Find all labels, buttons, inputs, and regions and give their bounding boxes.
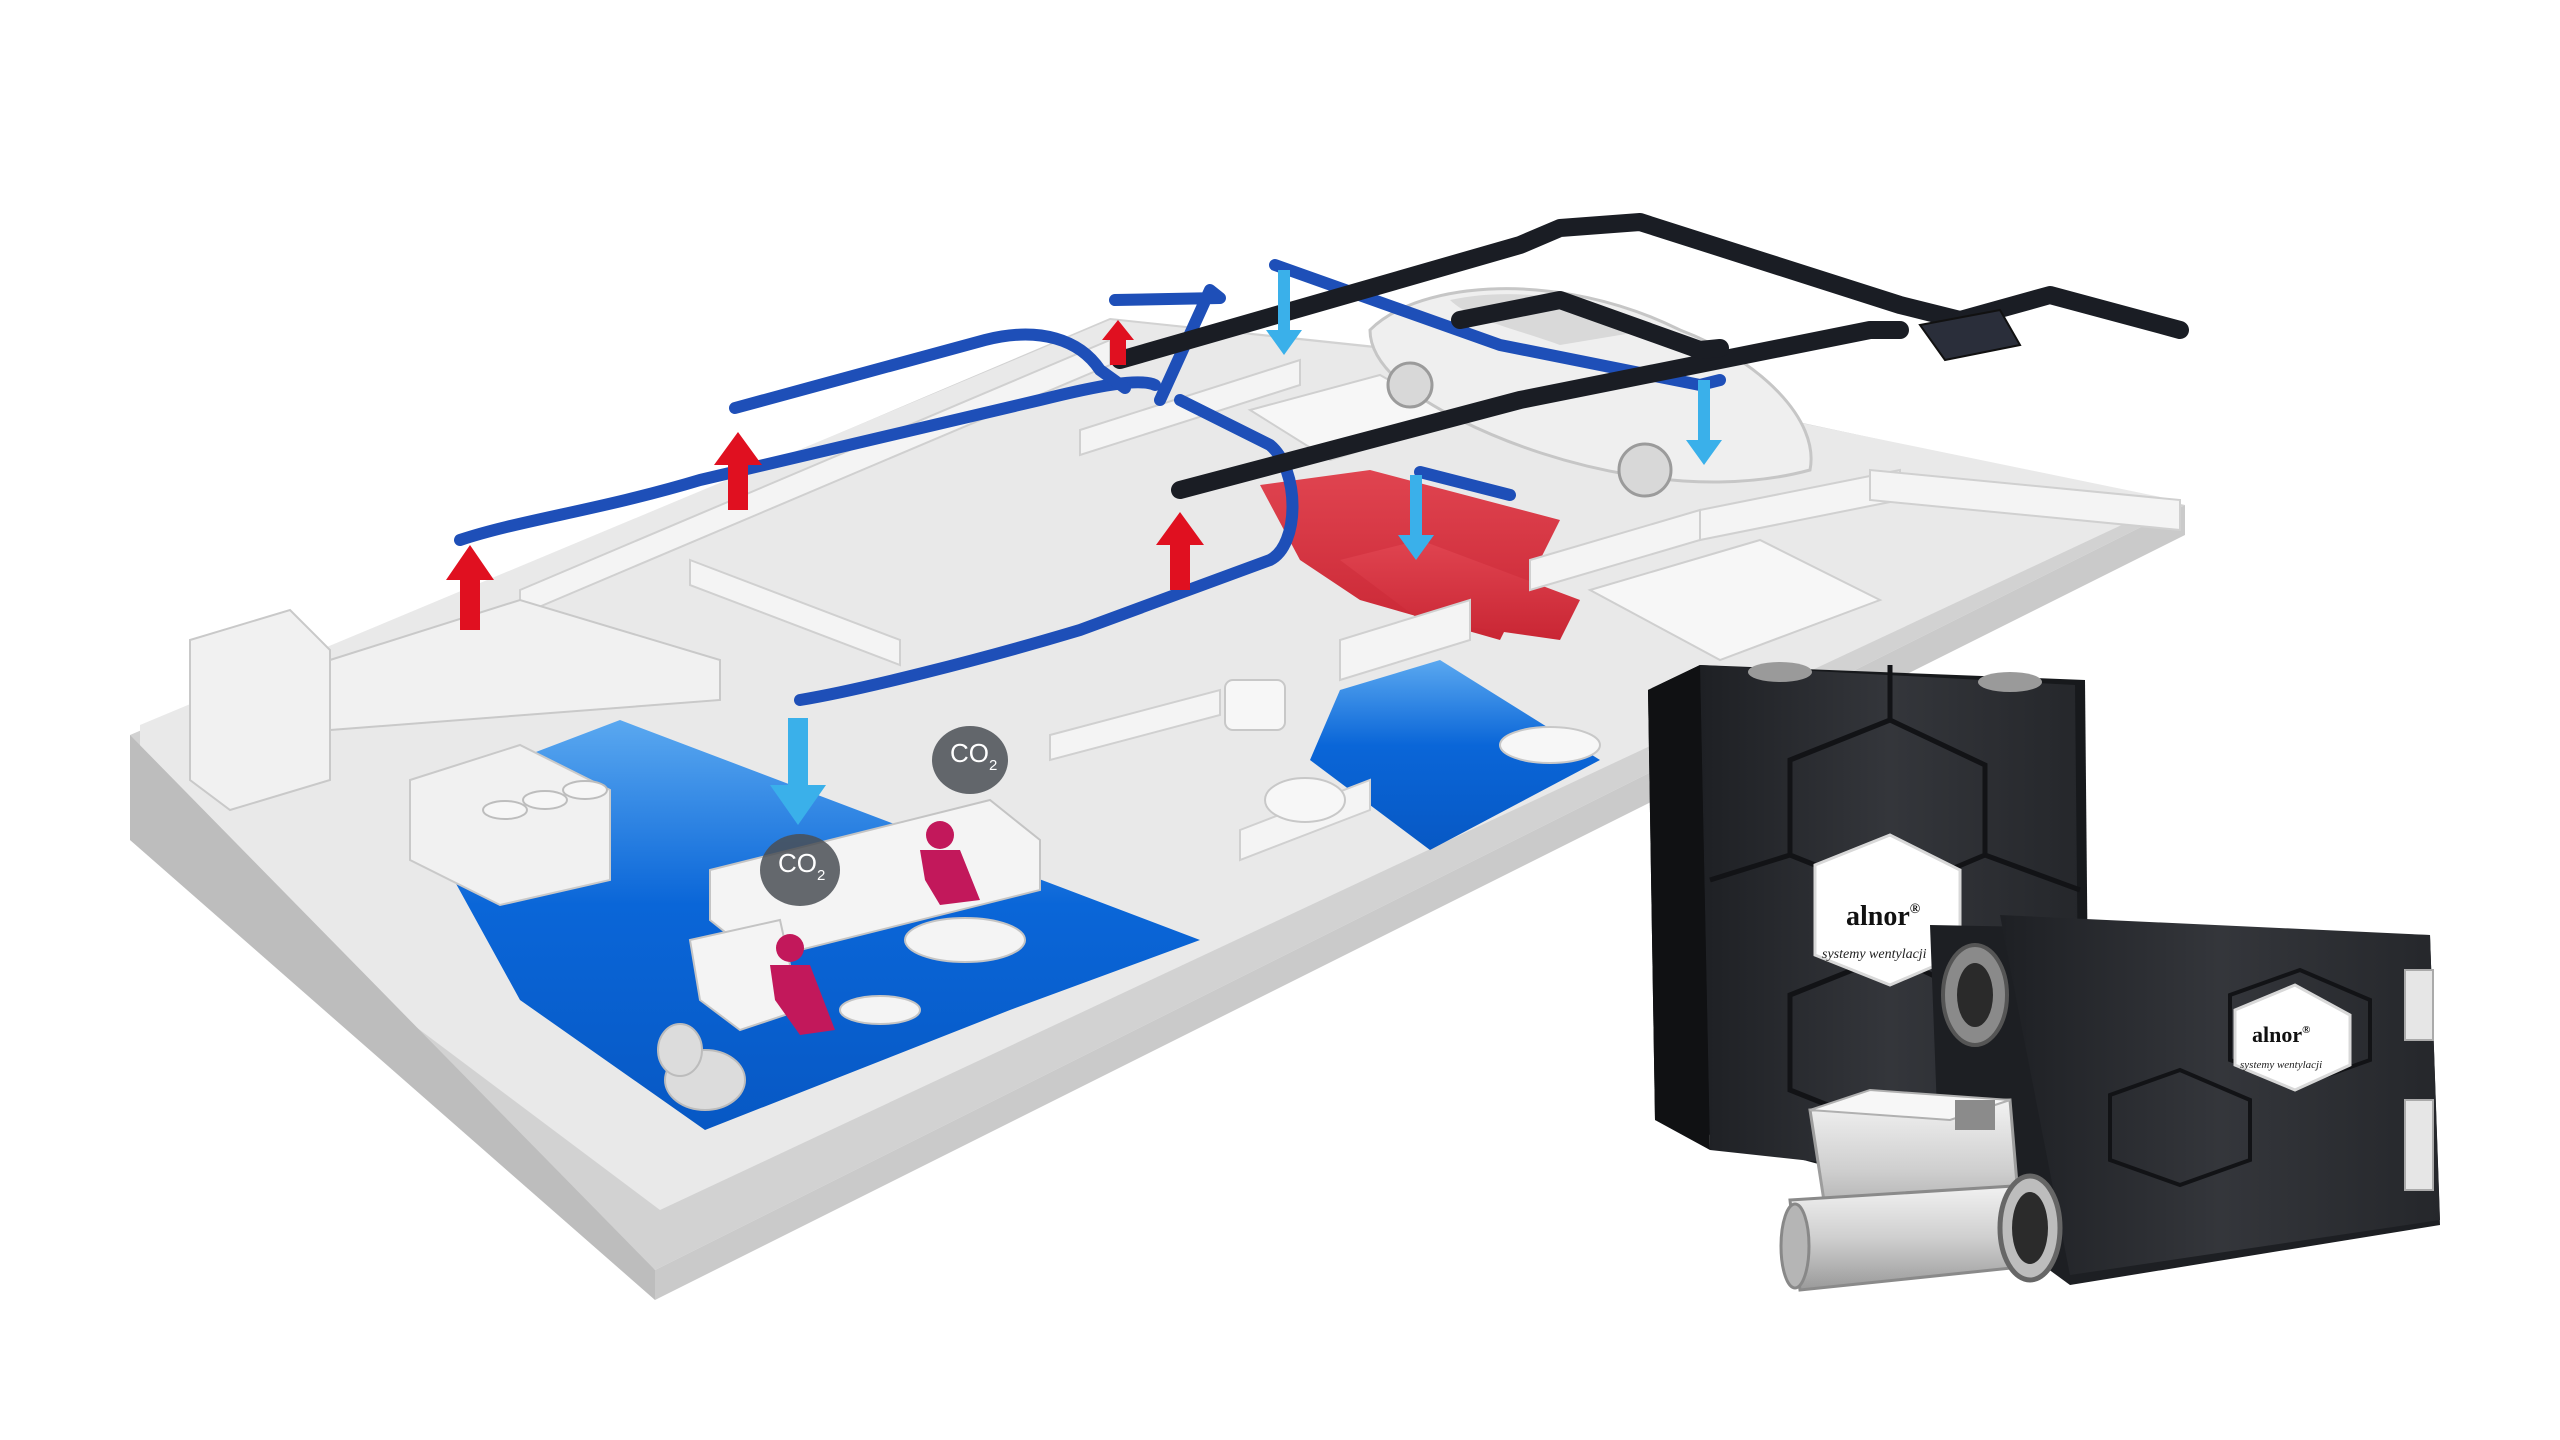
supply-ducts (454, 259, 1726, 706)
duct-unit-box (1918, 308, 2022, 362)
warm-air-zone-corridor (1340, 540, 1580, 640)
living-furniture (688, 798, 1041, 1032)
occupant-icon (770, 821, 980, 1035)
brand-logo-small: alnor® (2252, 1022, 2310, 1047)
brand-tagline-large: systemy wentylacji (1822, 947, 1927, 962)
svg-text:CO2: CO2 (950, 738, 997, 774)
brand-logo-large: alnor® (1846, 901, 1921, 932)
co2-marker-upper: CO2 (932, 726, 1008, 794)
co2-marker-lower: CO2 (760, 834, 840, 906)
ventilation-unit-icon: alnor® systemy wentylacji (1930, 915, 2440, 1285)
supply-arrow-icon (770, 270, 1722, 825)
extract-arrow-icon (446, 320, 1204, 630)
fresh-air-zone-bath (1310, 660, 1600, 850)
heater-icon (1779, 1088, 2063, 1292)
svg-text:CO2: CO2 (778, 848, 825, 884)
brand-tagline-small: systemy wentylacji (2240, 1059, 2322, 1071)
